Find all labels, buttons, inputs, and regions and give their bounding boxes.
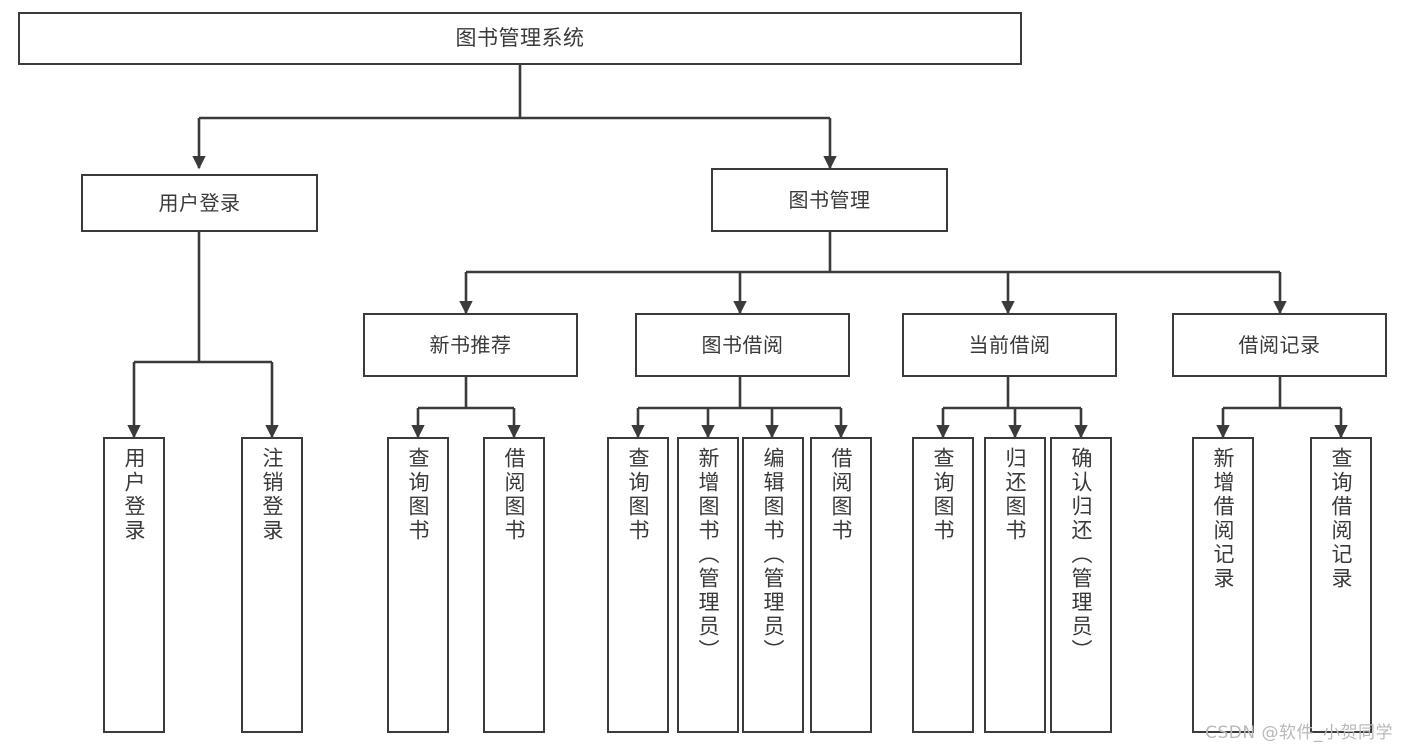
node-label: 用户登录	[158, 190, 241, 215]
node-label: 新增图书（管理员）	[696, 447, 721, 663]
csdn-watermark: CSDN @软件_小贺同学	[1205, 723, 1393, 743]
node-label: 查询图书	[931, 447, 956, 543]
node-label: 归还图书	[1003, 447, 1028, 543]
node-label: 新书推荐	[429, 332, 512, 357]
node-label: 借阅图书	[502, 447, 527, 543]
leaf-record-query-borrow-record[interactable]: 查询借阅记录	[1310, 437, 1372, 733]
leaf-borrow-add-book-admin[interactable]: 新增图书（管理员）	[677, 437, 739, 733]
node-label: 图书管理系统	[455, 25, 585, 50]
node-label: 借阅图书	[829, 447, 854, 543]
leaf-borrow-query-book[interactable]: 查询图书	[607, 437, 669, 733]
node-new-book-recommend[interactable]: 新书推荐	[363, 313, 578, 377]
leaf-newbook-borrow-book[interactable]: 借阅图书	[483, 437, 545, 733]
node-root-book-management-system[interactable]: 图书管理系统	[18, 12, 1022, 65]
leaf-current-query-book[interactable]: 查询图书	[912, 437, 974, 733]
leaf-borrow-borrow-book[interactable]: 借阅图书	[810, 437, 872, 733]
leaf-current-return-book[interactable]: 归还图书	[984, 437, 1046, 733]
node-borrow-record[interactable]: 借阅记录	[1172, 313, 1387, 377]
node-book-management[interactable]: 图书管理	[711, 168, 948, 232]
node-label: 图书借阅	[701, 332, 784, 357]
node-label: 查询图书	[626, 447, 651, 543]
leaf-user-login-login[interactable]: 用户登录	[103, 437, 165, 733]
node-label: 当前借阅	[968, 332, 1051, 357]
leaf-borrow-edit-book-admin[interactable]: 编辑图书（管理员）	[742, 437, 804, 733]
node-label: 图书管理	[788, 187, 871, 212]
node-label: 确认归还（管理员）	[1069, 447, 1094, 663]
node-label: 借阅记录	[1238, 332, 1321, 357]
node-label: 查询图书	[406, 447, 431, 543]
leaf-newbook-query-book[interactable]: 查询图书	[387, 437, 449, 733]
node-label: 查询借阅记录	[1329, 447, 1354, 591]
leaf-current-confirm-return-admin[interactable]: 确认归还（管理员）	[1050, 437, 1112, 733]
node-label: 新增借阅记录	[1211, 447, 1236, 591]
node-label: 用户登录	[122, 447, 147, 543]
node-book-borrow[interactable]: 图书借阅	[635, 313, 850, 377]
node-user-login[interactable]: 用户登录	[81, 174, 318, 232]
leaf-user-login-logout[interactable]: 注销登录	[241, 437, 303, 733]
leaf-record-add-borrow-record[interactable]: 新增借阅记录	[1192, 437, 1254, 733]
node-label: 注销登录	[260, 447, 285, 543]
node-label: 编辑图书（管理员）	[761, 447, 786, 663]
node-current-borrow[interactable]: 当前借阅	[902, 313, 1117, 377]
